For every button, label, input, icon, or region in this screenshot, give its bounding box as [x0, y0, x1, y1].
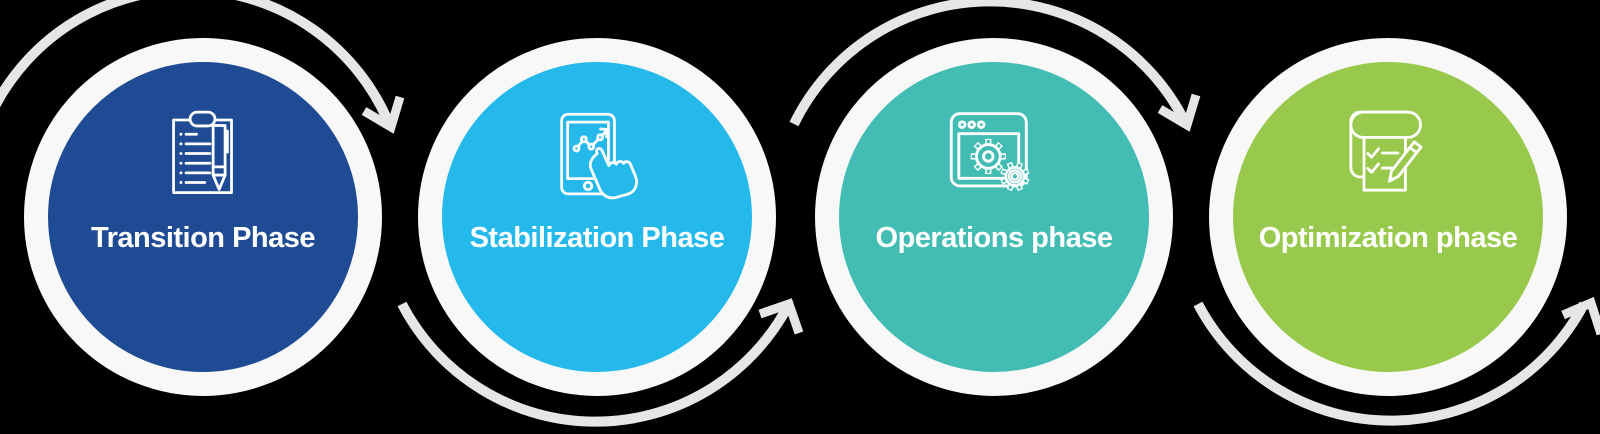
scroll-checklist-pencil-icon	[1349, 110, 1423, 192]
phase-circle-transition: Transition Phase	[24, 38, 382, 396]
phase-circle-stabilization: Stabilization Phase	[418, 38, 776, 396]
phase-circle-operations: Operations phase	[815, 38, 1173, 396]
tablet-touch-chart-icon	[560, 112, 638, 200]
phase-label-optimization: Optimization phase	[1258, 222, 1518, 254]
clipboard-pen-icon	[172, 110, 233, 195]
browser-gears-icon	[949, 112, 1030, 192]
arrowhead-2	[758, 298, 804, 335]
phase-circle-optimization: Optimization phase	[1209, 38, 1567, 396]
arc-arrow-1	[0, 0, 395, 128]
phase-label-operations: Operations phase	[875, 222, 1113, 254]
arc-arrow-4	[1193, 301, 1589, 426]
arrowhead-4	[1561, 296, 1600, 336]
arc-arrow-2	[397, 301, 793, 427]
arrowhead-3	[1157, 93, 1201, 132]
arrowhead-1	[361, 95, 405, 134]
arc-arrow-3	[789, 0, 1191, 127]
phase-label-transition: Transition Phase	[90, 222, 316, 254]
phase-label-stabilization: Stabilization Phase	[469, 222, 725, 254]
